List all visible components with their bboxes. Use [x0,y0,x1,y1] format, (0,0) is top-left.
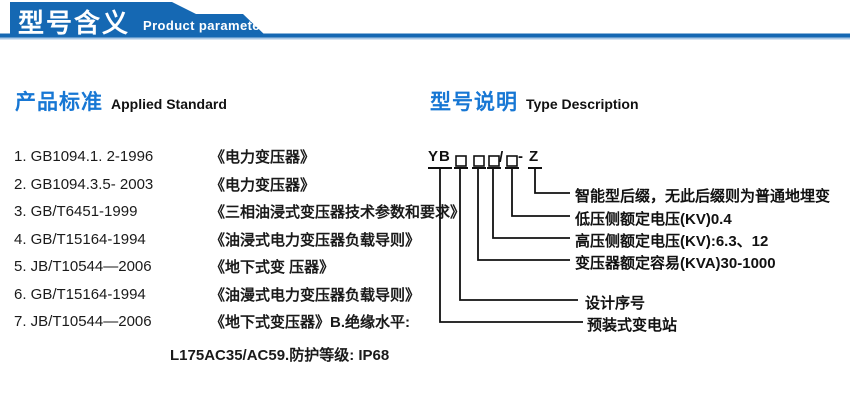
standard-item: 3. GB/T6451-1999 《三相油浸式变压器技术参数和要求》 [14,198,465,226]
standard-code: 2. GB1094.3.5- 2003 [14,175,154,193]
applied-standard-heading-cn: 产品标准 [15,91,103,114]
standard-title: 《电力变压器》 [210,176,316,194]
standard-title: 《三相油浸式变压器技术参数和要求》 [210,204,466,222]
diagram-label-lv-voltage: 低压侧额定电压(KV)0.4 [575,211,732,228]
standard-title: 《油浸式电力变压器负载导则》 [210,231,421,249]
model-code-diagram-lines [428,155,583,323]
standard-title: 《油漫式电力变压器负载导则》 [210,286,421,304]
model-code-dash: - [518,148,523,165]
standard-item: 5. JB/T10544—2006 《地下式变 压器》 [14,253,434,281]
standard-code: 6. GB/T15164-1994 [14,285,146,303]
standard-title: 《地下式变压器》B.绝缘水平: [210,314,410,332]
diagram-label-rated-capacity: 变压器额定容易(KVA)30-1000 [575,255,776,272]
applied-standard-heading: 产品标准 Applied Standard [15,86,227,116]
standard-item: 6. GB/T15164-1994 《油漫式电力变压器负载导则》 [14,281,434,309]
standards-list: 1. GB1094.1. 2-1996 《电力变压器》 2. GB1094.3.… [14,143,465,368]
page-title: 型号含义 [18,8,131,38]
model-code-diagram: YB / - Z 智能型后缀，无此后缀则为普通地埋变 低压侧额定电压(KV)0.… [420,140,850,355]
standard-item: 2. GB1094.3.5- 2003 《电力变压器》 [14,171,434,199]
standard-code: 4. GB/T15164-1994 [14,230,146,248]
standard-title: 《地下式变 压器》 [210,259,335,277]
standard-item: 7. JB/T10544—2006 《地下式变压器》B.绝缘水平: [14,308,434,336]
model-code-suffix: Z [529,148,539,165]
standard-item: 1. GB1094.1. 2-1996 《电力变压器》 [14,143,434,171]
standard-title: 《电力变压器》 [210,149,316,167]
standard-code: 1. GB1094.1. 2-1996 [14,148,154,166]
diagram-label-hv-voltage: 高压侧额定电压(KV):6.3、12 [575,233,769,250]
type-description-heading-cn: 型号说明 [430,91,518,114]
standard-code: 7. JB/T10544—2006 [14,313,152,331]
diagram-label-design-serial: 设计序号 [585,295,646,312]
model-code-prefix: YB [428,148,451,165]
type-description-heading-en: Type Description [526,96,639,112]
header-flag-shape [0,2,850,40]
diagram-label-prefab-substation: 预装式变电站 [587,317,678,334]
type-description-heading: 型号说明 Type Description [430,86,639,116]
model-code-slash: / [499,149,504,166]
standard-item-continuation: L175AC35/AC59.防护等级: IP68 [170,346,390,364]
applied-standard-heading-en: Applied Standard [111,96,227,112]
standard-item: 4. GB/T15164-1994 《油浸式电力变压器负载导则》 [14,226,434,254]
diagram-label-smart-suffix: 智能型后缀，无此后缀则为普通地埋变 [575,188,831,205]
standard-code: 3. GB/T6451-1999 [14,203,138,221]
page-subtitle: Product parameters [143,18,274,33]
standard-code: 5. JB/T10544—2006 [14,258,152,276]
